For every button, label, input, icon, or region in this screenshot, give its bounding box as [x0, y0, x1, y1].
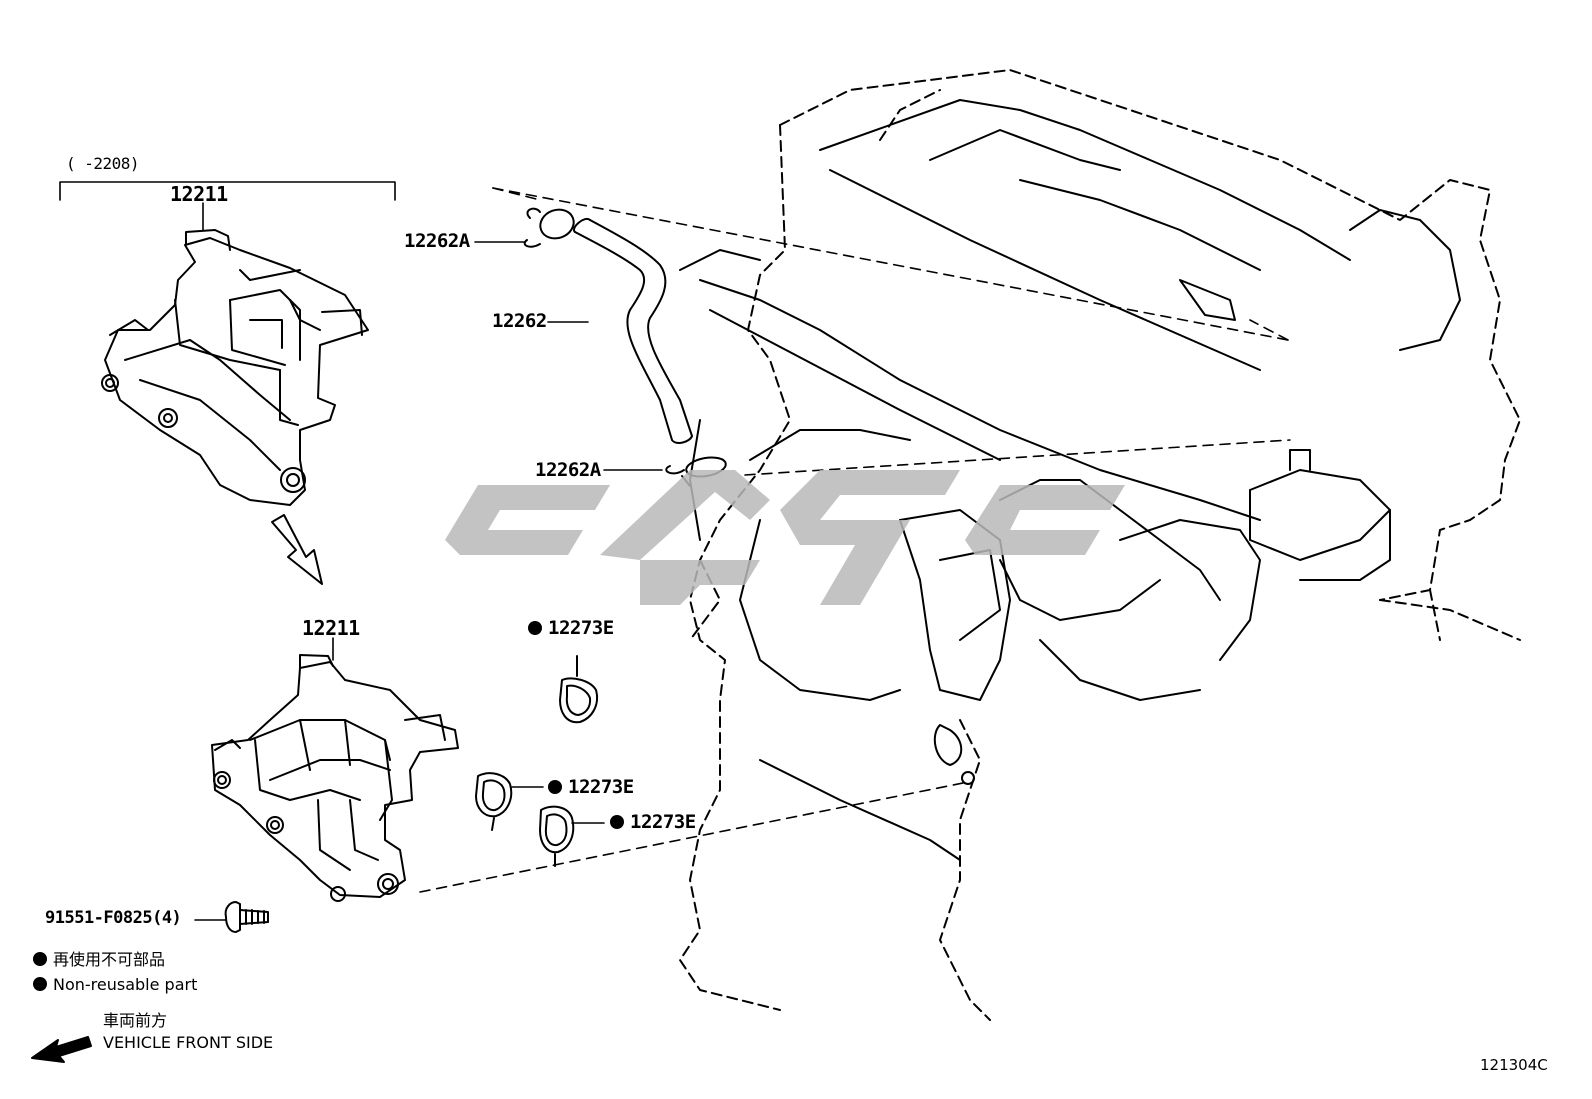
part-label-gasket-a: 12273E: [528, 619, 614, 638]
legend-non-reusable-en: Non-reusable part: [33, 977, 197, 993]
part-label-gasket-b-text: 12273E: [568, 776, 634, 798]
part-label-gasket-c: 12273E: [610, 813, 696, 832]
legend-non-reusable-en-text: Non-reusable part: [53, 975, 198, 994]
legend-dot-icon: [33, 977, 47, 991]
non-reusable-dot-icon: [610, 815, 624, 829]
engine-mount-lower: [211, 654, 459, 902]
date-range-label: ( -2208): [66, 154, 140, 173]
reference-lines: [419, 187, 1291, 893]
non-reusable-dot-icon: [528, 621, 542, 635]
gasket-12273E-c: [539, 805, 575, 867]
legend-dot-icon: [33, 952, 47, 966]
part-label-hose: 12262: [492, 310, 547, 332]
engine-detail: [679, 99, 1461, 861]
legend-non-reusable-jp: 再使用不可部品: [33, 952, 165, 968]
range-bracket: [59, 181, 396, 201]
arrow-down-icon: [271, 514, 323, 585]
non-reusable-dot-icon: [548, 780, 562, 794]
direction-front-en: VEHICLE FRONT SIDE: [103, 1033, 274, 1052]
bolt-91551: [224, 901, 269, 933]
part-label-clamp-top: 12262A: [404, 230, 470, 252]
watermark-logo: [445, 470, 1125, 605]
vehicle-front-arrow-icon: [31, 1036, 92, 1063]
part-label-gasket-a-text: 12273E: [548, 617, 614, 639]
gasket-12273E-b: [475, 772, 513, 831]
direction-front-jp: 車両前方: [103, 1011, 168, 1030]
gasket-12273E-a: [559, 655, 598, 724]
diagram-code: 121304C: [1480, 1056, 1548, 1074]
clamp-top-12262A: [523, 207, 575, 248]
part-label-mount-lower: 12211: [302, 616, 360, 640]
part-label-gasket-b: 12273E: [548, 778, 634, 797]
part-label-mount-upper: 12211: [170, 182, 228, 206]
engine-outline: [679, 69, 1521, 1021]
leader-lines: [194, 202, 663, 921]
part-label-bolt: 91551-F0825(4): [45, 908, 182, 928]
part-label-gasket-c-text: 12273E: [630, 811, 696, 833]
hose-12262: [573, 217, 693, 444]
part-label-clamp-bottom: 12262A: [535, 459, 601, 481]
engine-mount-upper: [101, 229, 369, 506]
legend-non-reusable-jp-text: 再使用不可部品: [53, 950, 166, 969]
